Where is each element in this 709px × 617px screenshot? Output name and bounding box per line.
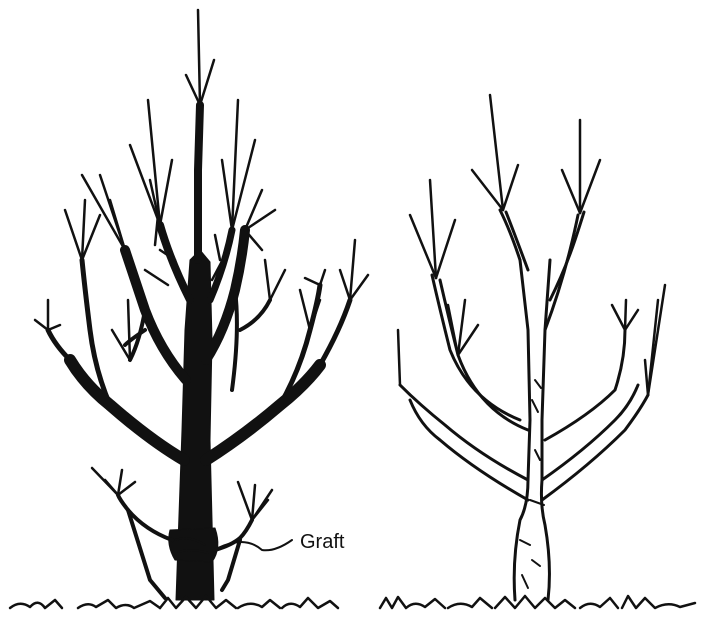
left-limb-lower-left [70,360,184,460]
left-tree [35,10,368,600]
right-tree [398,95,665,600]
graft-label: Graft [300,531,345,553]
left-limb-lower-right [206,365,320,460]
right-trunk [514,260,550,600]
ground-grass [10,596,695,608]
left-graft-union [169,528,218,562]
left-limb-leader [198,105,200,260]
left-sucker-right [215,520,252,550]
left-sucker-left [118,495,172,540]
